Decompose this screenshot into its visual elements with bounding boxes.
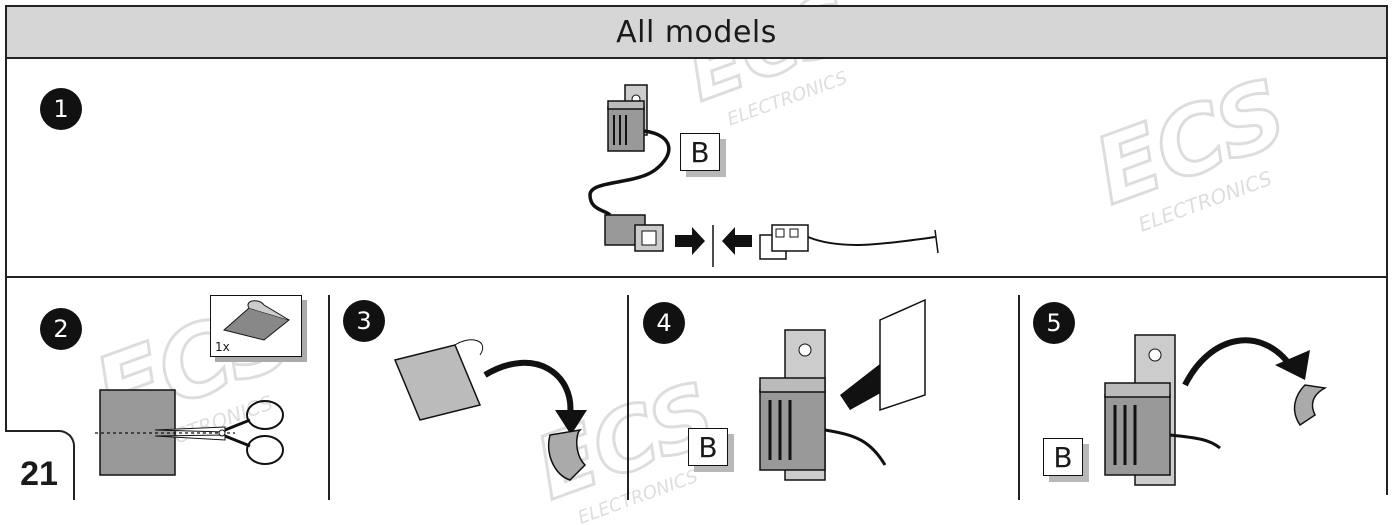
scissors-cut-illustration xyxy=(95,389,284,476)
adhesive-pad-inset: 1x xyxy=(210,295,302,357)
page-title: All models xyxy=(616,14,777,50)
ecs-watermark: ECS ELECTRONICS xyxy=(1080,57,1301,236)
sensor-connector-illustration xyxy=(588,84,939,267)
b-label: B xyxy=(1043,438,1083,476)
step-1-badge: 1 xyxy=(40,88,82,130)
step-4-badge: 4 xyxy=(643,302,685,344)
inset-quantity: 1x xyxy=(215,340,230,354)
apply-pad-illustration xyxy=(759,298,926,481)
instruction-sheet: ECS ELECTRONICS ECS ELECTRONICS ECS ELEC… xyxy=(5,0,1388,525)
step-divider xyxy=(1018,295,1020,500)
section-header: All models xyxy=(5,5,1388,59)
step-divider xyxy=(328,295,330,500)
adhesive-pad-icon xyxy=(222,300,291,341)
peel-backing-illustration xyxy=(393,339,587,481)
b-label: B xyxy=(688,428,728,466)
peel-liner-illustration xyxy=(1104,334,1328,486)
b-label: B xyxy=(680,133,720,171)
step-3-badge: 3 xyxy=(343,300,385,342)
step-2-badge: 2 xyxy=(40,308,82,350)
page-number-box: 21 xyxy=(5,430,75,500)
step-row-divider xyxy=(5,276,1388,278)
page-number: 21 xyxy=(20,455,58,493)
step-divider xyxy=(627,295,629,500)
step-5-badge: 5 xyxy=(1033,302,1075,344)
